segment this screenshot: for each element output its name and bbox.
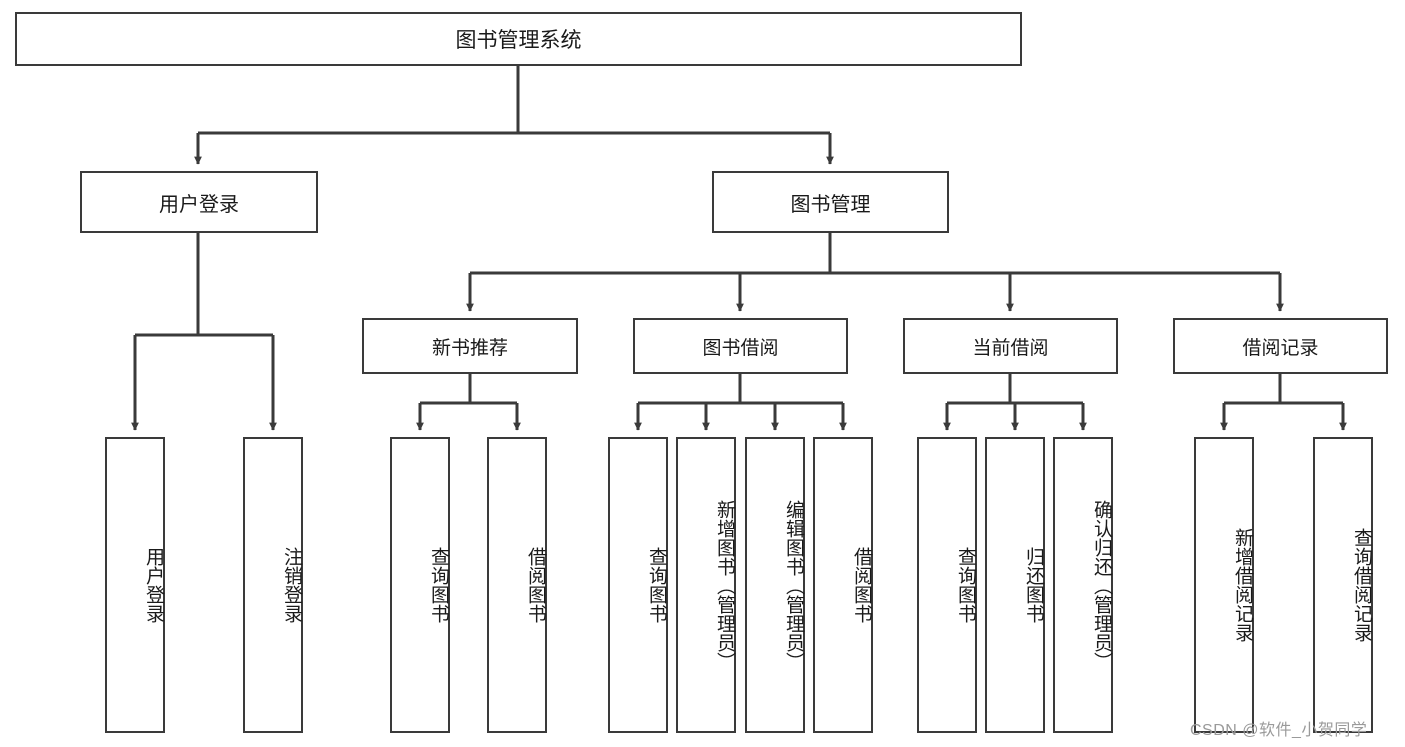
- node-leaf-return-book[interactable]: 归还图书: [985, 437, 1045, 733]
- node-leaf-borrow-book-rec[interactable]: 借阅图书: [487, 437, 547, 733]
- node-leaf-edit-book[interactable]: 编辑图书（管理员）: [745, 437, 805, 733]
- node-user-login-label: 用户登录: [159, 193, 239, 216]
- node-leaf-query-book-rec-label: 查询图书: [428, 547, 449, 623]
- node-leaf-query-record-label: 查询借阅记录: [1351, 528, 1372, 642]
- node-leaf-query-book-rec[interactable]: 查询图书: [390, 437, 450, 733]
- node-user-login[interactable]: 用户登录: [80, 171, 318, 233]
- node-book-borrow-label: 图书借阅: [702, 337, 779, 359]
- node-leaf-user-login-label: 用户登录: [143, 547, 164, 623]
- node-leaf-add-book[interactable]: 新增图书（管理员）: [676, 437, 736, 733]
- node-leaf-add-record-label: 新增借阅记录: [1232, 528, 1253, 642]
- node-leaf-query-book-bor[interactable]: 查询图书: [608, 437, 668, 733]
- node-leaf-user-logout-label: 注销登录: [281, 547, 302, 623]
- node-book-borrow[interactable]: 图书借阅: [633, 318, 848, 374]
- node-leaf-add-record[interactable]: 新增借阅记录: [1194, 437, 1254, 733]
- node-borrow-record[interactable]: 借阅记录: [1173, 318, 1388, 374]
- node-leaf-query-book-cur[interactable]: 查询图书: [917, 437, 977, 733]
- node-new-book-recommend-label: 新书推荐: [431, 337, 508, 359]
- node-leaf-return-book-label: 归还图书: [1023, 547, 1044, 623]
- node-current-borrow[interactable]: 当前借阅: [903, 318, 1118, 374]
- node-current-borrow-label: 当前借阅: [972, 337, 1049, 359]
- node-leaf-edit-book-label: 编辑图书（管理员）: [783, 499, 804, 671]
- csdn-watermark: CSDN @软件_小贺同学: [1190, 722, 1368, 739]
- node-leaf-borrow-book-rec-label: 借阅图书: [525, 547, 546, 623]
- node-leaf-borrow-book-bor[interactable]: 借阅图书: [813, 437, 873, 733]
- node-leaf-query-book-bor-label: 查询图书: [646, 547, 667, 623]
- node-leaf-query-record[interactable]: 查询借阅记录: [1313, 437, 1373, 733]
- node-leaf-user-logout[interactable]: 注销登录: [243, 437, 303, 733]
- node-leaf-user-login[interactable]: 用户登录: [105, 437, 165, 733]
- node-leaf-confirm-return[interactable]: 确认归还（管理员）: [1053, 437, 1113, 733]
- node-leaf-confirm-return-label: 确认归还（管理员）: [1091, 499, 1112, 671]
- node-book-manage[interactable]: 图书管理: [712, 171, 949, 233]
- node-root-label: 图书管理系统: [455, 29, 582, 52]
- node-leaf-borrow-book-bor-label: 借阅图书: [851, 547, 872, 623]
- node-root[interactable]: 图书管理系统: [15, 12, 1022, 66]
- node-borrow-record-label: 借阅记录: [1242, 337, 1319, 359]
- node-leaf-query-book-cur-label: 查询图书: [955, 547, 976, 623]
- node-new-book-recommend[interactable]: 新书推荐: [362, 318, 578, 374]
- node-leaf-add-book-label: 新增图书（管理员）: [714, 499, 735, 671]
- node-book-manage-label: 图书管理: [790, 193, 871, 216]
